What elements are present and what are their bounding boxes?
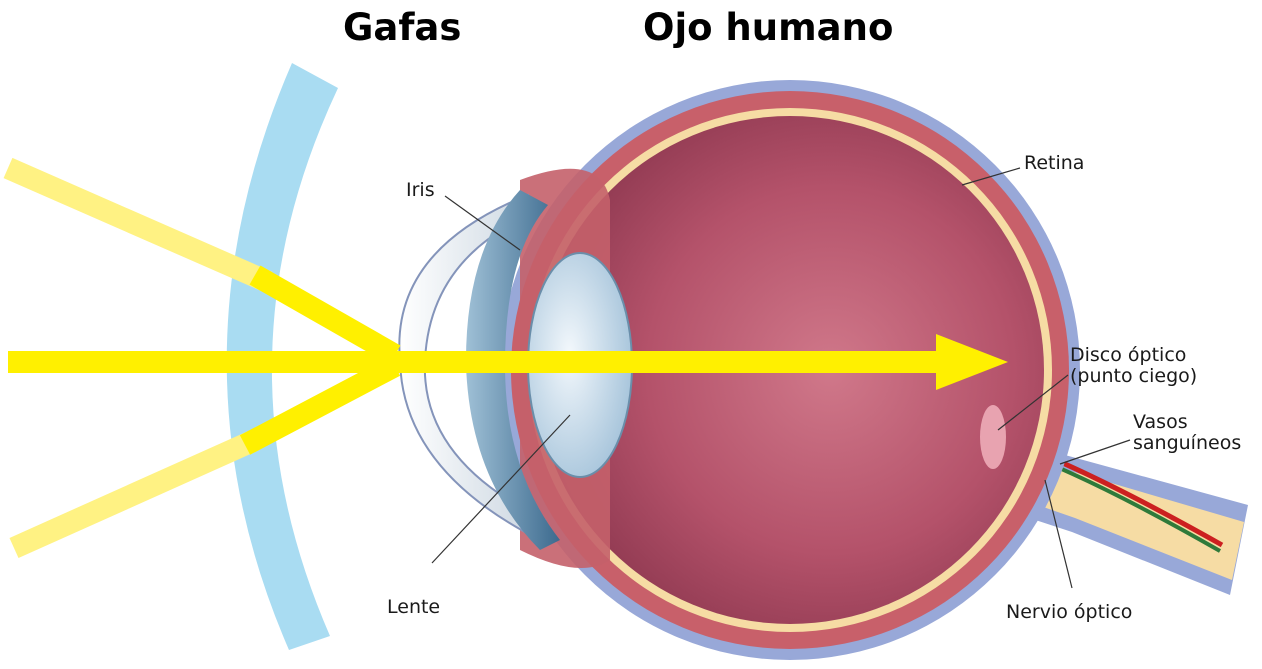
eye-title: Ojo humano [643, 6, 893, 49]
label-lens: Lente [387, 597, 440, 617]
label-vessels-line1: Vasos [1133, 412, 1188, 432]
optic-disc [980, 405, 1006, 469]
incoming-ray-bottom-faint [14, 440, 255, 548]
label-optic-disc-line1: Disco óptico [1070, 345, 1186, 365]
label-optic-disc-line2: (punto ciego) [1070, 366, 1197, 386]
label-iris: Iris [406, 180, 435, 200]
label-retina: Retina [1024, 153, 1084, 173]
central-ray [8, 351, 940, 373]
ray-top-refracted [255, 275, 395, 355]
label-optic-nerve: Nervio óptico [1006, 602, 1132, 622]
label-vessels-line2: sanguíneos [1133, 433, 1241, 453]
glasses-title: Gafas [343, 6, 461, 49]
incoming-ray-top-faint [8, 168, 268, 282]
